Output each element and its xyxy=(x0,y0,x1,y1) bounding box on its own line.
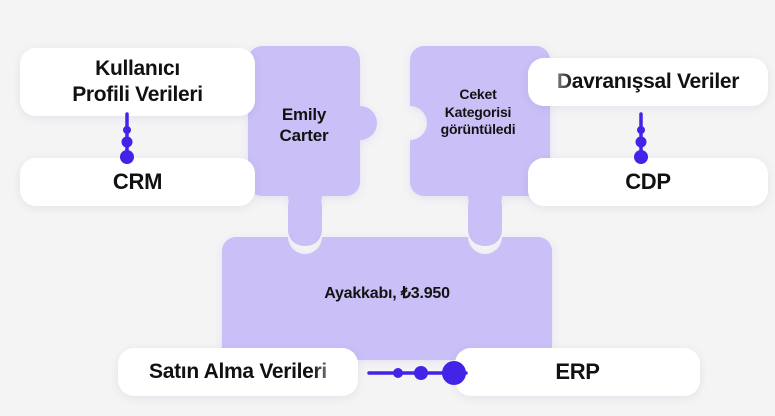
puzzle-label-purchase-line1: Ayakkabı, ₺3.950 xyxy=(324,285,450,302)
puzzle-tab-emily-bottom xyxy=(288,190,322,246)
card-cdp[interactable]: CDP xyxy=(528,158,768,206)
puzzle-label-emily: Emily Carter xyxy=(248,104,360,147)
card-purchase-data-label: Satın Alma Verileri xyxy=(149,360,327,384)
puzzle-tab-ceket-bottom xyxy=(468,190,502,246)
card-user-profile-data[interactable]: Kullanıcı Profili Verileri xyxy=(20,48,255,116)
card-crm[interactable]: CRM xyxy=(20,158,255,206)
puzzle-label-ceket: Ceket Kategorisi görüntüledi xyxy=(412,86,544,139)
puzzle-label-emily-line1: Emily xyxy=(281,105,327,124)
puzzle-label-ceket-line3: görüntüledi xyxy=(440,121,516,137)
puzzle-label-purchase: Ayakkabı, ₺3.950 xyxy=(222,284,552,304)
card-purchase-data[interactable]: Satın Alma Verileri xyxy=(118,348,358,396)
card-crm-label: CRM xyxy=(112,168,163,194)
puzzle-label-ceket-line1: Ceket xyxy=(459,86,497,102)
card-behavioral-label: Davranışsal Veriler xyxy=(556,70,740,94)
card-erp-label: ERP xyxy=(555,358,600,384)
card-erp[interactable]: ERP xyxy=(455,348,700,396)
card-behavioral-data[interactable]: Davranışsal Veriler xyxy=(528,58,768,106)
card-user-profile-line1: Kullanıcı xyxy=(95,57,180,81)
card-user-profile-data-label: Kullanıcı Profili Verileri xyxy=(72,56,203,107)
connector-user-profile-crm xyxy=(120,112,134,164)
puzzle-label-ceket-line2: Kategorisi xyxy=(444,103,512,120)
connector-behavioral-cdp xyxy=(634,112,648,164)
card-user-profile-line2: Profili Verileri xyxy=(72,83,203,106)
puzzle-label-emily-line2: Carter xyxy=(279,126,329,146)
card-cdp-label: CDP xyxy=(625,168,671,194)
connector-purchase-erp xyxy=(367,361,468,385)
